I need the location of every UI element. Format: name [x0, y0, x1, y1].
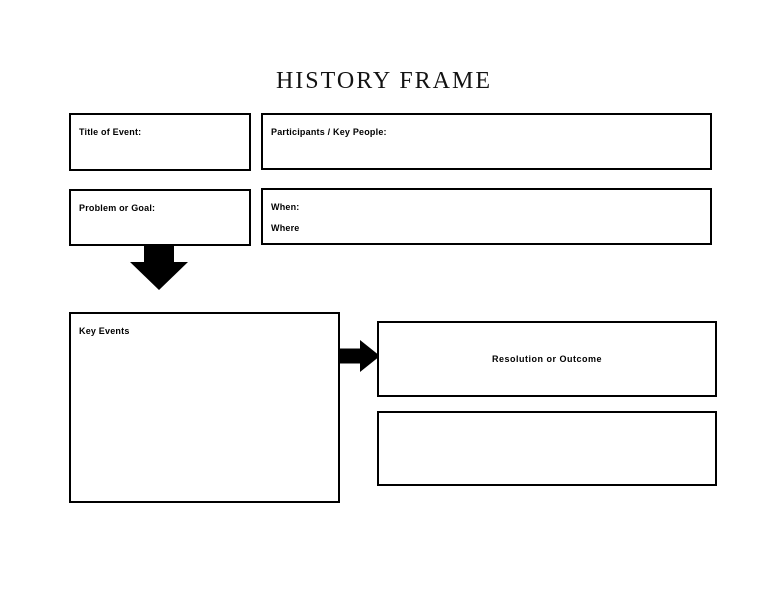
participants-key-people-box[interactable]: Participants / Key People:	[261, 113, 712, 170]
resolution-or-outcome-box[interactable]: Resolution or Outcome	[377, 321, 717, 397]
key-events-label: Key Events	[79, 326, 130, 336]
down-arrow-icon	[130, 245, 188, 295]
problem-or-goal-box[interactable]: Problem or Goal:	[69, 189, 251, 246]
right-arrow-icon	[338, 340, 380, 377]
title-of-event-box[interactable]: Title of Event:	[69, 113, 251, 171]
problem-or-goal-label: Problem or Goal:	[79, 203, 156, 213]
extra-empty-box[interactable]	[377, 411, 717, 486]
when-where-box[interactable]: When: Where	[261, 188, 712, 245]
title-of-event-label: Title of Event:	[79, 127, 142, 137]
participants-key-people-label: Participants / Key People:	[271, 127, 387, 137]
where-label: Where	[271, 223, 300, 233]
resolution-or-outcome-label: Resolution or Outcome	[491, 354, 602, 364]
when-label: When:	[271, 202, 300, 212]
key-events-box[interactable]: Key Events	[69, 312, 340, 503]
page-title: HISTORY FRAME	[275, 68, 493, 94]
